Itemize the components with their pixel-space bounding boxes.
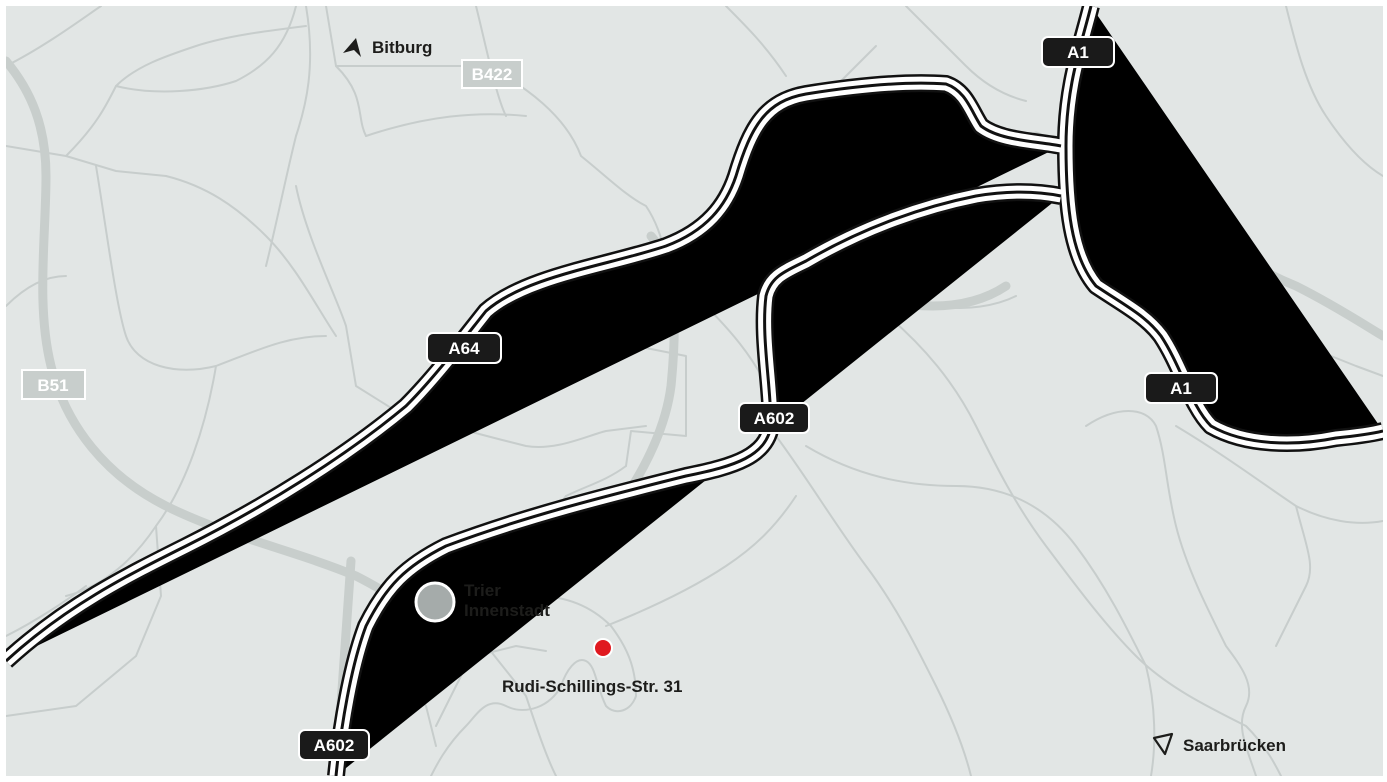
place-label-bitburg: Bitburg — [372, 38, 432, 57]
road-label: B51 — [37, 376, 68, 395]
direction-bitburg: Bitburg — [343, 38, 432, 57]
place-label-saarbruecken: Saarbrücken — [1183, 736, 1286, 755]
highway-shield-a64: A64 — [426, 332, 502, 364]
highway-shield-a602-bottom: A602 — [298, 729, 370, 761]
highway-label: A602 — [314, 736, 355, 755]
highway-shield-a1-right: A1 — [1144, 372, 1218, 404]
place-label-trier: Trier — [464, 581, 501, 600]
arrow-down-left-icon — [1152, 732, 1174, 756]
motorways — [6, 6, 1383, 776]
federal-road-label-b422: B422 — [461, 59, 523, 89]
direction-saarbruecken: Saarbrücken — [1152, 732, 1286, 756]
place-label-innenstadt: Innenstadt — [464, 601, 550, 620]
city-marker-icon — [414, 581, 456, 623]
highway-label: A64 — [448, 339, 480, 358]
highway-label: A1 — [1067, 43, 1089, 62]
highway-shield-a1-top: A1 — [1041, 36, 1115, 68]
destination-address: Rudi-Schillings-Str. 31 — [502, 677, 682, 696]
federal-road-label-b51: B51 — [21, 369, 86, 400]
destination[interactable]: Rudi-Schillings-Str. 31 — [502, 638, 682, 696]
map-svg: A1 A64 A1 A602 A602 B422 B51 Bitburg Tri… — [6, 6, 1383, 776]
highway-label: A1 — [1170, 379, 1192, 398]
arrow-up-left-icon — [343, 38, 361, 57]
city-trier: Trier Innenstadt — [414, 581, 550, 623]
road-label: B422 — [472, 65, 513, 84]
highway-shield-a602-top: A602 — [738, 402, 810, 434]
map-canvas[interactable]: A1 A64 A1 A602 A602 B422 B51 Bitburg Tri… — [6, 6, 1383, 776]
highway-label: A602 — [754, 409, 795, 428]
destination-marker-icon[interactable] — [593, 638, 613, 658]
